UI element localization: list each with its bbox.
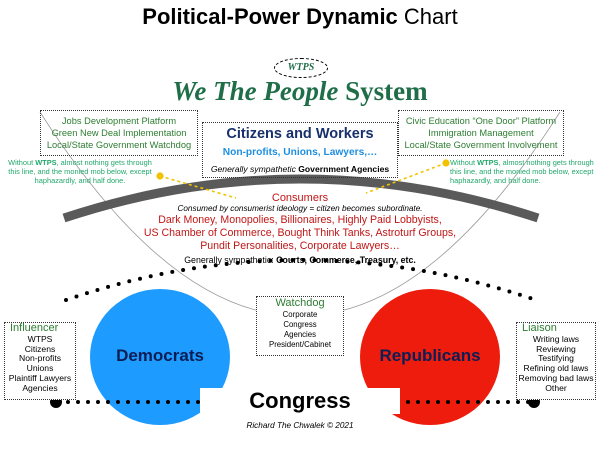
system-title: We The People System (172, 76, 428, 106)
left-pointer-dot (156, 172, 164, 180)
liaison-item: Reviewing (536, 343, 576, 354)
watchdog-item: Corporate (282, 310, 318, 319)
influencer-item: Citizens (24, 343, 56, 354)
influencer-item: WTPS (27, 333, 53, 344)
republicans-label: Republicans (379, 346, 481, 365)
left-box-item: Jobs Development Platform (61, 116, 177, 126)
liaison-title: Liaison (522, 322, 557, 334)
credit-line: Richard The Chwalek © 2021 (246, 421, 354, 430)
influencer-item: Non-profits (18, 353, 62, 364)
liaison-item: Other (545, 382, 567, 393)
left-pointer (159, 175, 237, 199)
consumers-subtitle: Consumed by consumerist ideology = citiz… (177, 204, 423, 213)
liaison-item: Testifying (538, 353, 574, 364)
liaison-item: Removing bad laws (518, 372, 594, 383)
watchdog-title: Watchdog (275, 297, 325, 309)
barrier-arc (62, 174, 540, 223)
right-pointer-dot (442, 159, 450, 167)
citizens-heading: Citizens and Workers (226, 126, 374, 142)
consumers-heading: Consumers (271, 192, 329, 204)
watchdog-item: Agencies (283, 330, 317, 339)
liaison-box: Liaison Writing laws Reviewing Testifyin… (516, 322, 596, 400)
congress-label: Congress (200, 388, 400, 414)
right-box-item: Immigration Management (428, 128, 534, 138)
democrats-circle (90, 289, 230, 425)
right-pointer (365, 162, 447, 194)
nonprofits-label: Non-profits, Unions, Lawyers,… (222, 147, 378, 158)
consumer-line: US Chamber of Commerce, Bought Think Tan… (143, 227, 457, 239)
watchdog-box: Watchdog Corporate Congress Agencies Pre… (256, 296, 344, 356)
courts-label: Generally sympathetic: Courts, Commerce,… (184, 255, 416, 265)
left-box-item: Green New Deal Implementation (51, 128, 187, 138)
right-box-item: Local/State Government Involvement (404, 140, 558, 150)
influencer-item: Plaintiff Lawyers (8, 372, 72, 383)
left-side-note: Without WTPS, almost nothing gets throug… (8, 158, 152, 185)
consumer-line: Pundit Personalities, Corporate Lawyers… (200, 240, 400, 252)
watchdog-item: President/Cabinet (269, 340, 331, 349)
wtps-right-box: Civic Education “One Door” Platform Immi… (398, 110, 564, 156)
influencer-box: Influencer WTPS Citizens Non-profits Uni… (4, 322, 76, 400)
wtps-badge: WTPS (274, 58, 328, 78)
wtps-left-box: Jobs Development Platform Green New Deal… (40, 110, 198, 156)
liaison-item: Refining old laws (523, 363, 589, 374)
citizens-box (202, 122, 398, 178)
right-side-note: Without WTPS, almost nothing gets throug… (450, 158, 594, 185)
left-box-item: Local/State Government Watchdog (46, 140, 192, 150)
chart-title: Political-Power Dynamic Chart (142, 4, 458, 29)
dotted-arc (64, 258, 538, 302)
consumer-list: Dark Money, Monopolies, Billionaires, Hi… (120, 214, 480, 253)
watchdog-item: Congress (283, 320, 317, 329)
right-box-item: Civic Education “One Door” Platform (405, 116, 557, 126)
gov-agencies-label: Generally sympathetic Government Agencie… (210, 164, 390, 174)
liaison-item: Writing laws (532, 333, 580, 344)
influencer-item: Agencies (22, 382, 58, 393)
influencer-item: Unions (26, 363, 54, 374)
democrats-label: Democrats (116, 346, 204, 365)
consumer-line: Dark Money, Monopolies, Billionaires, Hi… (158, 214, 442, 226)
influencer-title: Influencer (10, 322, 59, 334)
